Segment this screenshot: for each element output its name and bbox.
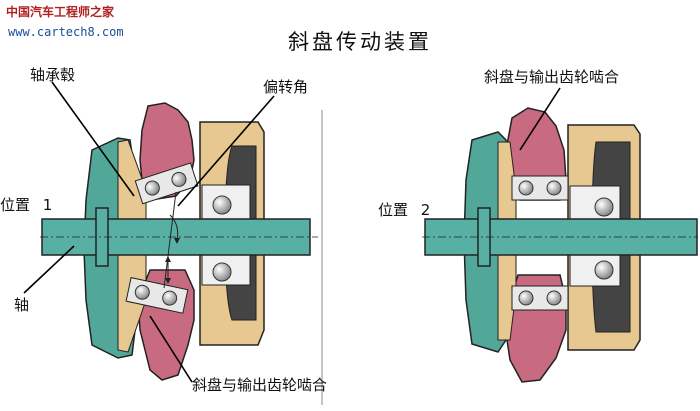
swash-ball: [518, 180, 534, 196]
angle-arc: [169, 214, 179, 241]
swash-ball: [144, 180, 160, 196]
swash-ball: [546, 290, 562, 306]
leader-hub: [51, 81, 135, 197]
assembly-position-1: [40, 102, 318, 381]
gap-arrow-down: [165, 278, 171, 284]
label-position-1: 位置 1: [0, 198, 52, 213]
housing-ball: [212, 195, 232, 215]
housing-ball: [594, 197, 614, 217]
label-position-2: 位置 2: [378, 203, 430, 218]
swash-ball: [518, 290, 534, 306]
swash-ball: [171, 171, 187, 187]
swash-ball: [134, 284, 150, 300]
housing-ball: [594, 260, 614, 280]
swash-ball: [162, 290, 178, 306]
label-position-1-number: 1: [42, 196, 53, 214]
label-shaft: 轴: [14, 296, 30, 314]
leader-shaft: [23, 245, 75, 294]
tilt-axis-left: [163, 191, 177, 289]
label-mesh-right: 斜盘与输出齿轮啮合: [484, 68, 620, 86]
label-position-2-number: 2: [420, 201, 431, 219]
leader-angle: [177, 95, 275, 207]
assembly-position-2: [422, 107, 698, 383]
leader-mesh-left: [149, 315, 193, 383]
label-deflection-angle: 偏转角: [263, 78, 309, 96]
label-position-2-text: 位置: [378, 201, 409, 219]
label-mesh-left: 斜盘与输出齿轮啮合: [192, 376, 328, 394]
label-bearing-hub: 轴承毂: [30, 66, 76, 84]
watermark-chinese: 中国汽车工程师之家: [6, 5, 115, 19]
gap-arrow-up: [165, 256, 171, 262]
watermark-url: www.cartech8.com: [8, 25, 124, 39]
diagram-title: 斜盘传动装置: [288, 30, 432, 54]
housing-ball: [212, 262, 232, 282]
label-position-1-text: 位置: [0, 196, 31, 214]
leader-mesh-right: [519, 87, 561, 151]
swash-ball: [546, 180, 562, 196]
angle-arrowhead: [174, 238, 180, 244]
